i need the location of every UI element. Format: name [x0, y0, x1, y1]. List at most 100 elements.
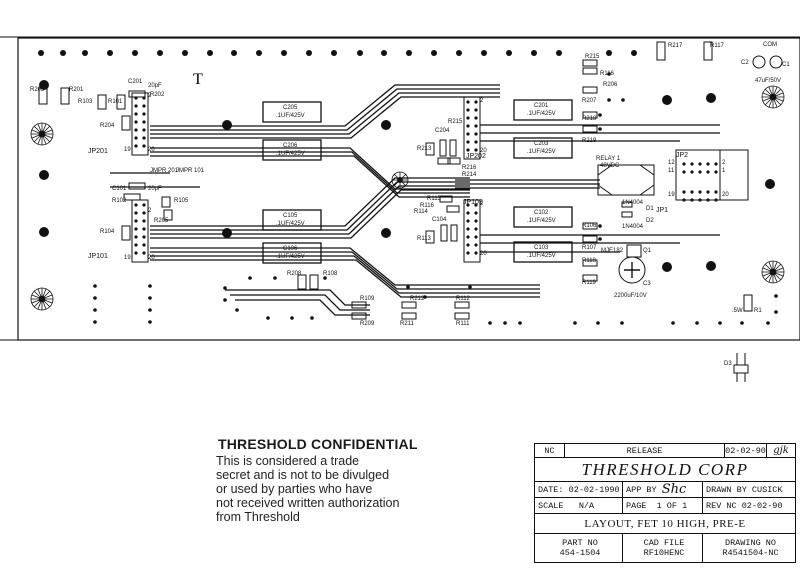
label-r217: R217 — [668, 43, 683, 49]
cad-file-cell: CAD FILE RF10HENC — [623, 534, 703, 562]
label-r117: R117 — [710, 43, 725, 49]
label-jp101: JP101 — [88, 253, 108, 260]
cad-file-label: CAD FILE — [643, 538, 685, 548]
label-n2b: 2 — [148, 208, 152, 214]
scale-value: N/A — [578, 500, 595, 511]
label-marker: T — [193, 71, 203, 88]
label-r205: R205 — [154, 218, 169, 224]
label-n2d: 2 — [480, 201, 484, 207]
label-c103v: .1UF/425V — [527, 253, 556, 259]
date-cell: DATE: 02-02-1990 — [535, 482, 623, 497]
label-n19a: 19 — [124, 147, 131, 153]
label-r109: R109 — [360, 296, 375, 302]
label-c2: C2 — [741, 60, 749, 66]
app-by-cell: APP BY Shc — [623, 482, 703, 497]
label-r1t: .5W — [732, 308, 743, 314]
label-c203: C203 — [534, 141, 549, 147]
label-r215: R215 — [448, 119, 463, 125]
label-r216: R216 — [462, 165, 477, 171]
cad-file-value: RF10HENC — [643, 548, 685, 558]
label-c3: C3 — [643, 281, 651, 287]
header-pins — [134, 96, 718, 255]
label-r212: R212 — [410, 296, 425, 302]
label-r201: R201 — [69, 87, 84, 93]
part-no-label: PART NO — [562, 538, 598, 548]
label-r111: R111 — [456, 321, 470, 327]
label-c205: C205 — [283, 105, 298, 111]
vias — [93, 72, 778, 325]
label-c105v: .1UF/425V — [276, 221, 305, 227]
label-r116t: R116 — [600, 71, 615, 77]
title-row: LAYOUT, FET 10 HIGH, PRE-E — [535, 514, 795, 534]
label-jmpr201: JMPR 201 — [150, 168, 179, 174]
label-r208: R208 — [287, 271, 302, 277]
page-cell: PAGE 1 OF 1 — [623, 498, 703, 513]
release-label: RELEASE — [565, 444, 725, 457]
mounting-stars — [30, 85, 785, 311]
scale-label: SCALE — [538, 500, 564, 511]
label-c1: C1 — [782, 62, 790, 68]
label-d2t: 1N4004 — [622, 224, 644, 230]
app-by-label: APP BY — [626, 484, 657, 495]
confidential-notice: THRESHOLD CONFIDENTIAL This is considere… — [216, 436, 516, 524]
label-c203v: .1UF/425V — [527, 149, 556, 155]
label-r112: R112 — [456, 296, 471, 302]
drawing-no-value: R4541504-NC — [722, 548, 779, 558]
label-c101v: 20pF — [148, 186, 162, 192]
film-capacitors — [262, 99, 573, 264]
label-c102v: .1UF/425V — [527, 218, 556, 224]
app-by-value: Shc — [661, 482, 687, 497]
label-jp1: JP1 — [656, 207, 668, 214]
label-jmpr101: JMPR 101 — [176, 168, 205, 174]
label-r113: R113 — [417, 236, 432, 242]
label-r202: R202 — [150, 92, 165, 98]
label-c201b: C201 — [534, 103, 549, 109]
scale-row: SCALE N/A PAGE 1 OF 1 REV NC 02-02-90 — [535, 498, 795, 514]
date-row: DATE: 02-02-1990 APP BY Shc DRAWN BY CUS… — [535, 482, 795, 498]
rev-code: NC — [535, 444, 565, 457]
label-n1: 1 — [722, 168, 726, 174]
label-r116: R116 — [420, 203, 435, 209]
label-n20c: 20 — [480, 148, 487, 154]
numbers-row: PART NO 454-1504 CAD FILE RF10HENC DRAWI… — [535, 534, 795, 562]
relay-body — [597, 164, 655, 196]
release-initials: gjk — [773, 445, 789, 456]
scale-cell: SCALE N/A — [535, 498, 623, 513]
page-value: 1 OF 1 — [656, 500, 688, 511]
label-r118: R118 — [582, 258, 597, 264]
label-d2: D2 — [646, 218, 654, 224]
label-r101: R101 — [108, 99, 123, 105]
label-jp2: JP2 — [676, 152, 688, 159]
label-c204: C204 — [435, 128, 450, 134]
label-r203: R203 — [30, 87, 45, 93]
label-c206v: .1UF/425V — [276, 151, 305, 157]
label-n20d: 20 — [480, 251, 487, 257]
drawing-title: LAYOUT, FET 10 HIGH, PRE-E — [584, 517, 746, 530]
label-r107: R107 — [582, 245, 597, 251]
label-r207: R207 — [582, 98, 597, 104]
date-value: 02-02-1990 — [568, 484, 620, 495]
confidential-line: secret and is not to be divulged — [216, 468, 390, 482]
label-n19e: 19 — [668, 192, 675, 198]
label-c104: C104 — [432, 217, 447, 223]
label-d1t: 1N4004 — [622, 200, 644, 206]
company-name: THRESHOLD CORP — [581, 459, 749, 479]
label-q1: Q1 — [643, 248, 652, 254]
label-c103: C103 — [534, 245, 549, 251]
part-no-value: 454-1504 — [559, 548, 601, 558]
label-n11: 11 — [668, 168, 675, 174]
label-r108: R108 — [323, 271, 338, 277]
drawn-by: DRAWN BY CUSICK — [706, 484, 783, 495]
label-d1: D1 — [646, 206, 654, 212]
label-r213: R213 — [417, 146, 432, 152]
electrolytic-caps — [618, 55, 783, 284]
title-block: NC RELEASE 02-02-90 gjk THRESHOLD CORP D… — [534, 443, 796, 563]
label-c201v: 20pF — [148, 83, 162, 89]
label-com: COM — [763, 42, 777, 48]
label-r214: R214 — [462, 172, 477, 178]
rev-value: REV NC 02-02-90 — [706, 500, 783, 511]
label-r204: R204 — [100, 123, 115, 129]
label-c106v: .1UF/425V — [276, 254, 305, 260]
label-r1: R1 — [754, 308, 762, 314]
